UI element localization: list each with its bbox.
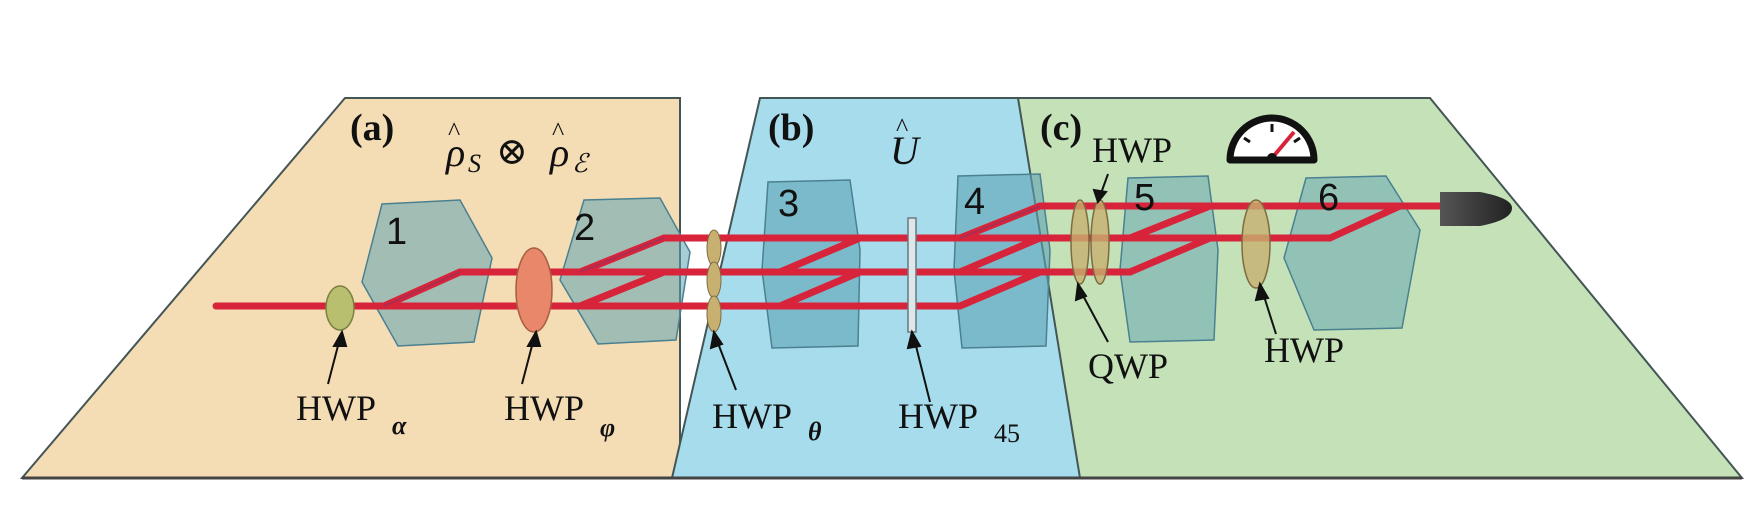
meter-icon [1226,114,1318,164]
svg-text:HWP: HWP [898,396,978,436]
hwp-top-plate [1090,199,1110,285]
svg-text:^: ^ [552,117,564,146]
crystal-6 [1283,175,1421,331]
svg-text:α: α [392,411,407,440]
label-hwp-alpha: HWP α [296,388,407,440]
crystal-label-3: 3 [778,183,799,225]
svg-text:φ: φ [600,413,615,442]
formula-state: ρ ^ S ⊗ ρ ^ ℰ [444,117,590,178]
hwp-45-plate [907,217,917,333]
crystal-label-2: 2 [574,207,595,249]
label-hwp-top: HWP [1092,130,1172,170]
hwp-theta-plate-1 [706,229,722,267]
hwp-theta-plate-2 [706,261,722,299]
label-hwp-right: HWP [1264,330,1344,370]
svg-text:45: 45 [994,419,1020,448]
svg-text:ρ: ρ [548,130,569,175]
label-hwp-45: HWP 45 [898,396,1020,448]
crystal-label-5: 5 [1134,177,1155,219]
hwp-right-plate [1241,199,1271,289]
svg-text:S: S [468,149,481,178]
svg-text:HWP: HWP [712,396,792,436]
label-hwp-theta: HWP θ [712,396,822,446]
crystal-label-6: 6 [1318,177,1339,219]
hwp-theta-plate-3 [706,295,722,333]
svg-text:HWP: HWP [296,388,376,428]
label-hwp-phi: HWP φ [504,388,615,442]
panel-tag-b: (b) [768,107,814,149]
beam-highlight [383,205,1041,307]
panel-tag-a: (a) [350,107,394,149]
svg-text:θ: θ [808,417,822,446]
crystal-label-1: 1 [386,211,407,253]
svg-text:ρ: ρ [444,130,465,175]
detector-icon [1440,192,1512,226]
svg-text:⊗: ⊗ [496,131,528,173]
svg-text:U: U [890,128,922,173]
label-qwp: QWP [1088,346,1168,386]
qwp-plate [1070,199,1090,285]
panel-tag-c: (c) [1040,107,1082,149]
svg-text:^: ^ [448,117,460,146]
formula-unitary: U ^ [890,113,922,173]
svg-text:^: ^ [896,113,908,142]
crystal-3 [761,179,861,349]
hwp-phi-plate [515,247,553,333]
arrows [327,173,1277,403]
svg-text:HWP: HWP [504,388,584,428]
crystal-label-4: 4 [964,181,985,223]
svg-text:ℰ: ℰ [572,149,590,178]
hwp-alpha-plate [325,285,355,331]
